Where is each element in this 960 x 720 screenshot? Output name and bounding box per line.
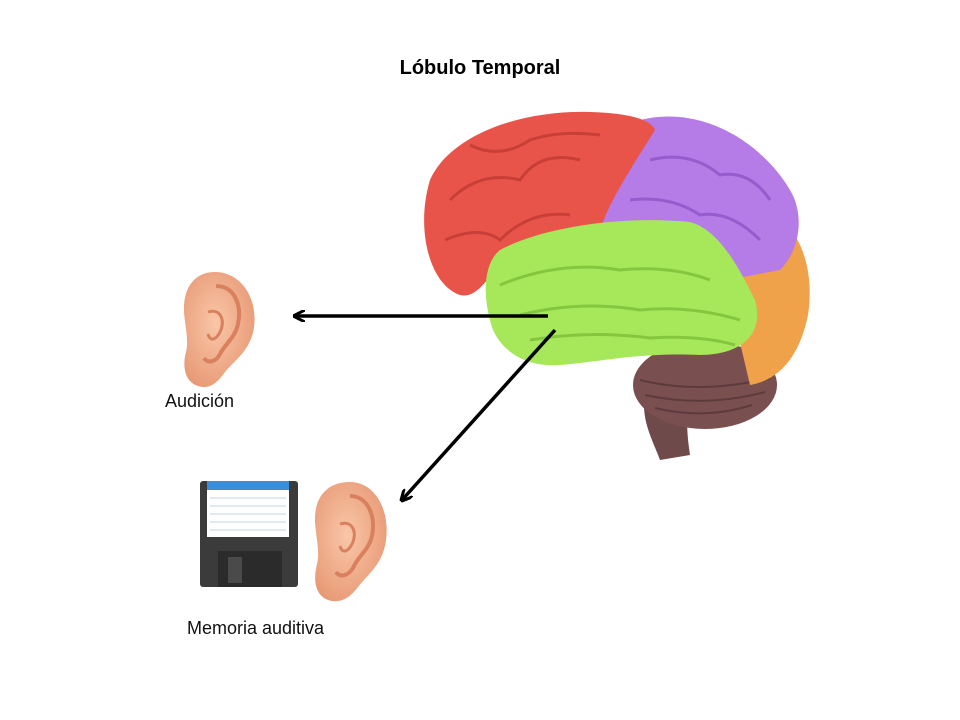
ear-icon bbox=[314, 482, 387, 602]
temporal-lobe bbox=[485, 220, 758, 366]
cerebellum bbox=[633, 341, 777, 429]
floppy-disk-icon bbox=[200, 481, 298, 587]
auditory-memory-label: Memoria auditiva bbox=[187, 618, 325, 638]
hearing-label: Audición bbox=[165, 391, 235, 411]
frontal-lobe bbox=[424, 111, 655, 296]
occipital-lobe bbox=[730, 215, 810, 385]
arrow-to-auditory-memory bbox=[402, 328, 557, 500]
ear-icon bbox=[183, 272, 255, 388]
diagram-title: Lóbulo Temporal bbox=[399, 57, 561, 79]
brain-icon bbox=[424, 111, 810, 460]
